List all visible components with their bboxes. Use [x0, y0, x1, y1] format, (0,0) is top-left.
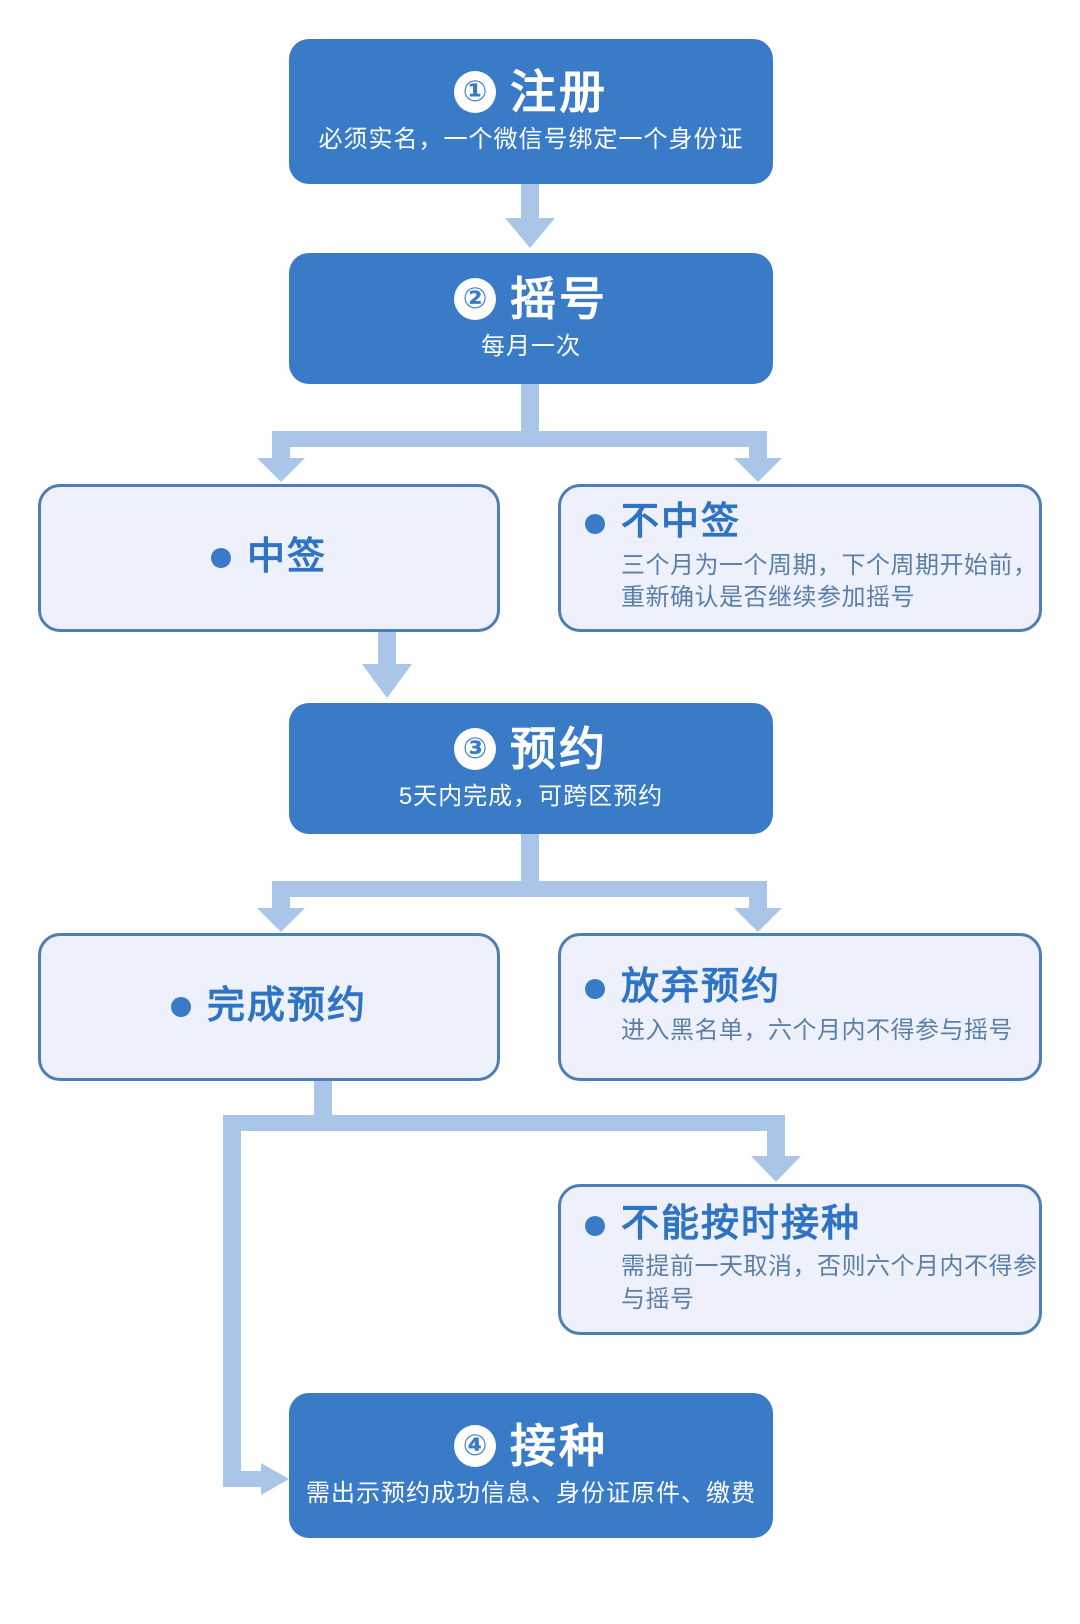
- connector-win-to-appoint: [362, 632, 412, 698]
- miss-subtitle: 需提前一天取消，否则六个月内不得参与摇号: [621, 1253, 1038, 1313]
- bullet-icon: [585, 979, 605, 1000]
- node-appointment[interactable]: ③ 预约 5天内完成，可跨区预约: [289, 703, 773, 834]
- register-title-row: ① 注册: [454, 66, 608, 119]
- node-nowin[interactable]: 不中签 三个月为一个周期，下个周期开始前，重新确认是否继续参加摇号: [558, 484, 1042, 632]
- node-lottery[interactable]: ② 摇号 每月一次: [289, 253, 773, 384]
- win-inner: 中签: [210, 536, 327, 580]
- vaccination-subtitle: 需出示预约成功信息、身份证原件、缴费: [306, 1479, 756, 1507]
- connector-register-to-lottery: [505, 184, 555, 248]
- miss-texts: 不能按时接种 需提前一天取消，否则六个月内不得参与摇号: [621, 1203, 1039, 1316]
- done-texts: 完成预约: [207, 985, 367, 1029]
- step-number-badge-4: ④: [454, 1425, 496, 1468]
- win-title: 中签: [246, 536, 327, 579]
- node-register[interactable]: ① 注册 必须实名，一个微信号绑定一个身份证: [289, 39, 773, 184]
- nowin-texts: 不中签 三个月为一个周期，下个周期开始前，重新确认是否继续参加摇号: [621, 501, 1039, 614]
- register-title: 注册: [510, 66, 608, 119]
- appointment-subtitle: 5天内完成，可跨区预约: [398, 782, 664, 810]
- appointment-title: 预约: [510, 723, 608, 776]
- nowin-inner: 不中签 三个月为一个周期，下个周期开始前，重新确认是否继续参加摇号: [585, 501, 1039, 614]
- vaccination-title: 接种: [510, 1420, 608, 1473]
- lottery-title-row: ② 摇号: [454, 273, 608, 326]
- giveup-subtitle: 进入黑名单，六个月内不得参与摇号: [621, 1017, 1013, 1045]
- giveup-title: 放弃预约: [621, 966, 782, 1009]
- appointment-title-row: ③ 预约: [454, 723, 608, 776]
- giveup-texts: 放弃预约 进入黑名单，六个月内不得参与摇号: [621, 966, 1013, 1047]
- nowin-subtitle: 三个月为一个周期，下个周期开始前，重新确认是否继续参加摇号: [621, 551, 1038, 612]
- lottery-subtitle: 每月一次: [481, 332, 581, 360]
- node-appointment-completed[interactable]: 完成预约: [38, 933, 500, 1081]
- connector-lottery-branch: [257, 384, 782, 482]
- bullet-icon: [585, 514, 605, 535]
- done-title: 完成预约: [206, 985, 367, 1028]
- nowin-title: 不中签: [621, 501, 742, 544]
- miss-title: 不能按时接种: [621, 1202, 862, 1245]
- bullet-icon: [210, 548, 231, 568]
- vaccination-title-row: ④ 接种: [454, 1420, 608, 1473]
- bullet-icon: [170, 997, 191, 1017]
- lottery-title: 摇号: [510, 273, 608, 326]
- miss-inner: 不能按时接种 需提前一天取消，否则六个月内不得参与摇号: [585, 1203, 1039, 1316]
- node-vaccination[interactable]: ④ 接种 需出示预约成功信息、身份证原件、缴费: [289, 1393, 773, 1538]
- giveup-inner: 放弃预约 进入黑名单，六个月内不得参与摇号: [585, 966, 1039, 1047]
- done-inner: 完成预约: [170, 985, 367, 1029]
- register-subtitle: 必须实名，一个微信号绑定一个身份证: [318, 125, 744, 153]
- node-win[interactable]: 中签: [38, 484, 500, 632]
- node-cannot-attend-on-time[interactable]: 不能按时接种 需提前一天取消，否则六个月内不得参与摇号: [558, 1184, 1042, 1335]
- step-number-badge-2: ②: [454, 278, 496, 321]
- connector-appoint-branch: [257, 834, 782, 932]
- step-number-badge-3: ③: [454, 728, 496, 771]
- step-number-badge-1: ①: [454, 71, 496, 114]
- node-appointment-abandoned[interactable]: 放弃预约 进入黑名单，六个月内不得参与摇号: [558, 933, 1042, 1081]
- win-texts: 中签: [247, 536, 327, 580]
- bullet-icon: [585, 1215, 605, 1236]
